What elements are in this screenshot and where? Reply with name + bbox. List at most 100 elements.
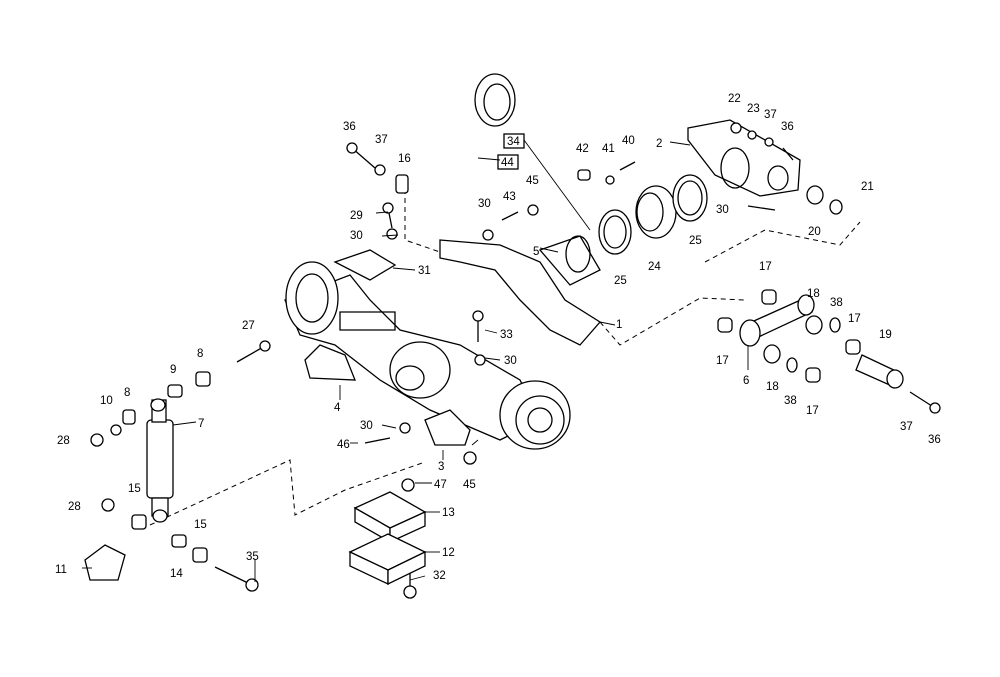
callout-9: 9 <box>170 364 176 376</box>
callout-41: 41 <box>602 143 615 155</box>
bushing-24 <box>635 185 677 239</box>
callout-29: 29 <box>350 210 363 222</box>
bolt-46 <box>364 437 391 444</box>
callout-33: 33 <box>500 329 513 341</box>
callout-40: 40 <box>622 135 635 147</box>
callout-15a: 15 <box>128 483 141 495</box>
dashed-line-right <box>599 297 746 346</box>
dashed-line-top <box>404 180 441 253</box>
callout-36a: 36 <box>343 121 356 133</box>
callout-19: 19 <box>879 329 892 341</box>
callout-5: 5 <box>533 246 539 258</box>
callout-23: 23 <box>747 103 760 115</box>
bushing-18a <box>805 315 823 335</box>
nut-45-bottom <box>463 451 477 465</box>
callout-17c: 17 <box>806 405 819 417</box>
pad-12 <box>348 533 427 586</box>
nut-21 <box>829 199 843 215</box>
shock-absorber <box>146 398 174 523</box>
callout-1: 1 <box>616 319 622 331</box>
bolt-43 <box>501 211 519 221</box>
bushing-20 <box>806 185 824 205</box>
leader-lines <box>82 139 749 582</box>
washer-30-mid <box>474 354 486 366</box>
callout-4: 4 <box>334 402 341 414</box>
callout-18b: 18 <box>766 381 779 393</box>
nut-47 <box>401 478 415 492</box>
washer-10 <box>110 424 122 436</box>
callout-7: 7 <box>198 418 204 430</box>
bolt-29 <box>382 202 394 229</box>
callout-28b: 28 <box>68 501 81 513</box>
callout-43: 43 <box>503 191 516 203</box>
bushing-15b <box>192 547 208 563</box>
callout-27: 27 <box>242 320 255 332</box>
dashed-line-right-upper <box>704 221 861 263</box>
callout-45b: 45 <box>463 479 476 491</box>
pin-42 <box>577 169 591 181</box>
callout-47: 47 <box>434 479 447 491</box>
callout-37a: 37 <box>375 134 388 146</box>
axle-support-bracket <box>439 235 601 346</box>
callout-30e: 30 <box>716 204 729 216</box>
callout-20: 20 <box>808 226 821 238</box>
callout-32: 32 <box>433 570 446 582</box>
box-label-34 <box>503 133 525 149</box>
callout-28a: 28 <box>57 435 70 447</box>
nut-28b <box>101 498 115 512</box>
bolt-36-top <box>346 142 376 169</box>
washer-30-left <box>386 228 398 240</box>
nut-28a <box>90 433 104 447</box>
bushing-8b <box>122 409 136 425</box>
callout-35: 35 <box>246 551 259 563</box>
callout-21: 21 <box>861 181 874 193</box>
washer-23 <box>747 130 757 140</box>
callout-30d: 30 <box>360 420 373 432</box>
axle-housing <box>284 261 571 450</box>
callout-37b: 37 <box>764 109 777 121</box>
nut-45-top <box>527 204 539 216</box>
callout-17a: 17 <box>759 261 772 273</box>
dashed-line-bottom <box>149 459 426 526</box>
callout-17d: 17 <box>848 313 861 325</box>
bracket-11 <box>84 544 126 581</box>
callout-14: 14 <box>170 568 183 580</box>
callout-labels: 1 2 3 4 5 6 7 8 8 9 10 11 12 13 14 15 15… <box>55 93 941 582</box>
nut-22 <box>730 122 742 134</box>
ring-25b <box>672 174 708 222</box>
bolt-30-right <box>747 205 776 211</box>
callout-30a: 30 <box>478 198 491 210</box>
bushing-15a <box>131 514 147 530</box>
bushing-17c <box>805 367 821 383</box>
callout-3: 3 <box>438 461 444 473</box>
ring-25a <box>598 209 632 255</box>
ring-38b <box>786 357 798 373</box>
flanged-plate-34 <box>474 73 516 127</box>
bolt-32 <box>403 573 417 599</box>
bolt-35 <box>214 566 259 592</box>
callout-46: 46 <box>337 439 350 451</box>
callout-44: 44 <box>501 157 514 169</box>
callout-38b: 38 <box>784 395 797 407</box>
bolt-27 <box>236 340 271 363</box>
bushing-18b <box>763 344 781 364</box>
callout-13: 13 <box>442 507 455 519</box>
callout-18a: 18 <box>807 288 820 300</box>
callout-42: 42 <box>576 143 589 155</box>
box-label-44 <box>497 154 519 170</box>
callout-30c: 30 <box>504 355 517 367</box>
callout-16: 16 <box>398 153 411 165</box>
callout-8b: 8 <box>124 387 130 399</box>
pin-9 <box>167 384 183 398</box>
pin-14 <box>171 534 187 548</box>
callout-45a: 45 <box>526 175 539 187</box>
callout-11: 11 <box>55 564 67 576</box>
bracket-3 <box>424 409 471 446</box>
nut-37-top <box>374 164 386 176</box>
bolt-40 <box>619 161 636 171</box>
nut-41 <box>605 175 615 185</box>
callout-15b: 15 <box>194 519 207 531</box>
callout-25b: 25 <box>689 235 702 247</box>
washer-30-bottom <box>399 422 411 434</box>
